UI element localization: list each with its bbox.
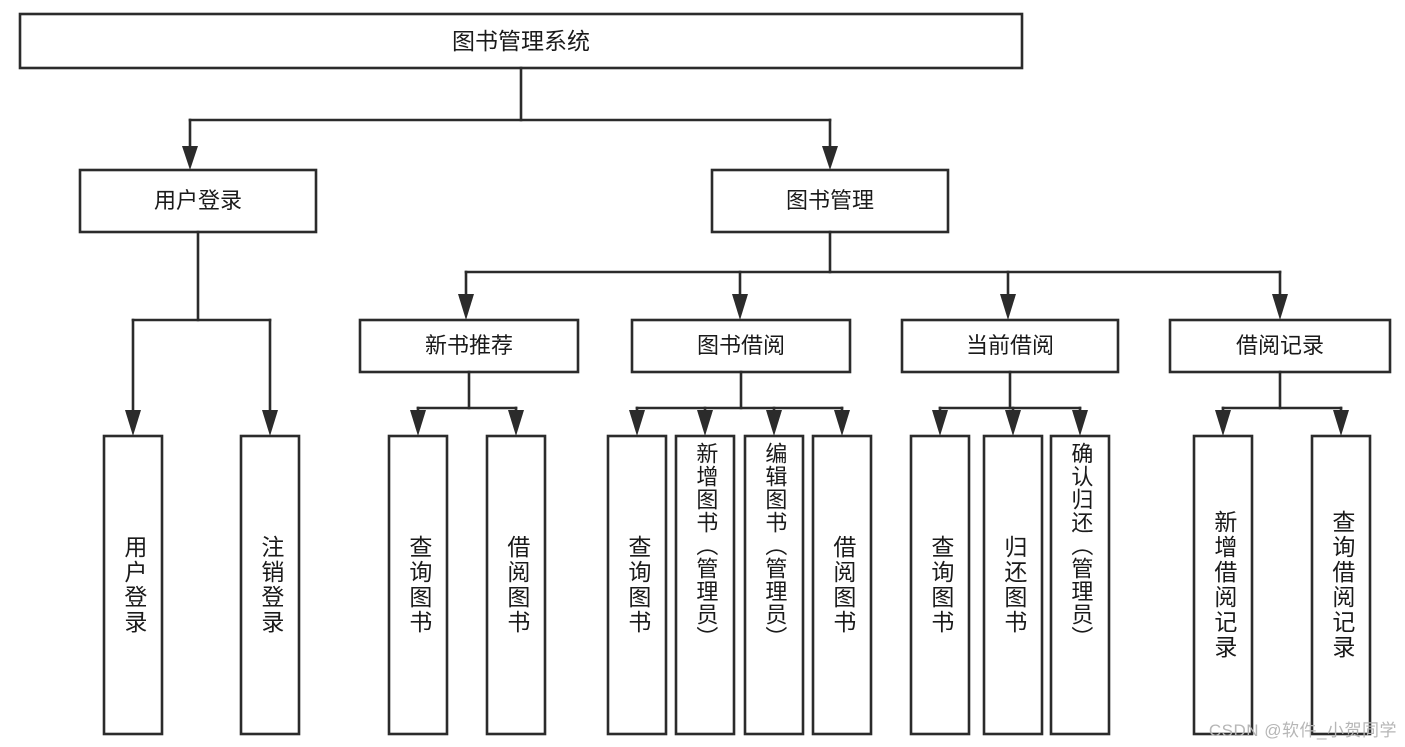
node-borrow-record[interactable]: 借阅记录 — [1168, 318, 1392, 374]
leaf-box-user-login-1[interactable] — [102, 434, 164, 736]
node-user-login-label: 用户登录 — [154, 188, 242, 213]
arrowhead-current — [1000, 294, 1016, 320]
leaf-box-new-book-2[interactable] — [485, 434, 547, 736]
arrowhead-cb-leaf-1 — [932, 410, 948, 436]
connector-new-book-to-leaves — [410, 370, 524, 436]
node-book-manage-label: 图书管理 — [786, 188, 874, 213]
node-book-manage-box[interactable] — [710, 168, 950, 234]
node-borrow-record-label: 借阅记录 — [1236, 333, 1324, 358]
node-current-borrow[interactable]: 当前借阅 — [900, 318, 1120, 374]
node-book-borrow-label: 图书借阅 — [697, 333, 785, 358]
connector-current-borrow-to-leaves — [932, 370, 1088, 436]
node-root-box[interactable] — [18, 12, 1024, 70]
node-book-manage[interactable]: 图书管理 — [710, 168, 950, 234]
arrowhead-ul-leaf-2 — [262, 410, 278, 436]
node-root[interactable]: 图书管理系统 — [18, 12, 1024, 70]
node-new-book-recommend[interactable]: 新书推荐 — [358, 318, 580, 374]
connector-borrow-record-to-leaves — [1215, 370, 1349, 436]
arrowhead-bb-leaf-4 — [834, 410, 850, 436]
leaf-box-book-borrow-1[interactable] — [606, 434, 668, 736]
node-new-book-recommend-box[interactable] — [358, 318, 580, 374]
arrowhead-book-manage — [822, 146, 838, 170]
arrowhead-user-login — [182, 146, 198, 170]
connector-book-borrow-to-leaves — [629, 370, 850, 436]
node-user-login[interactable]: 用户登录 — [78, 168, 318, 234]
arrowhead-nb-leaf-1 — [410, 410, 426, 436]
node-new-book-recommend-label: 新书推荐 — [425, 333, 513, 358]
connector-user-login-to-leaves — [125, 230, 278, 436]
arrowhead-ul-leaf-1 — [125, 410, 141, 436]
connector-book-manage-to-level3 — [458, 230, 1288, 320]
arrowhead-borrow — [732, 294, 748, 320]
arrowhead-br-leaf-2 — [1333, 410, 1349, 436]
leaf-box-current-borrow-2[interactable] — [982, 434, 1044, 736]
node-book-borrow[interactable]: 图书借阅 — [630, 318, 852, 374]
arrowhead-br-leaf-1 — [1215, 410, 1231, 436]
arrowhead-nb-leaf-2 — [508, 410, 524, 436]
leaf-box-current-borrow-1[interactable] — [909, 434, 971, 736]
arrowhead-bb-leaf-2 — [697, 410, 713, 436]
leaf-box-book-borrow-2[interactable] — [674, 434, 736, 736]
leaf-box-borrow-record-1[interactable] — [1192, 434, 1254, 736]
node-book-borrow-box[interactable] — [630, 318, 852, 374]
arrowhead-cb-leaf-2 — [1005, 410, 1021, 436]
arrowhead-cb-leaf-3 — [1072, 410, 1088, 436]
leaf-box-current-borrow-3[interactable] — [1049, 434, 1111, 736]
leaf-box-book-borrow-4[interactable] — [811, 434, 873, 736]
node-root-label: 图书管理系统 — [452, 28, 590, 54]
csdn-watermark: CSDN @软件_小贺同学 — [1208, 721, 1397, 740]
arrowhead-new-book — [458, 294, 474, 320]
leaf-box-new-book-1[interactable] — [387, 434, 449, 736]
leaf-box-borrow-record-2[interactable] — [1310, 434, 1372, 736]
arrowhead-record — [1272, 294, 1288, 320]
connector-root-to-level2 — [182, 66, 838, 170]
node-borrow-record-box[interactable] — [1168, 318, 1392, 374]
node-current-borrow-box[interactable] — [900, 318, 1120, 374]
leaf-box-user-login-2[interactable] — [239, 434, 301, 736]
arrowhead-bb-leaf-3 — [766, 410, 782, 436]
node-current-borrow-label: 当前借阅 — [966, 333, 1054, 358]
leaf-box-book-borrow-3[interactable] — [743, 434, 805, 736]
arrowhead-bb-leaf-1 — [629, 410, 645, 436]
